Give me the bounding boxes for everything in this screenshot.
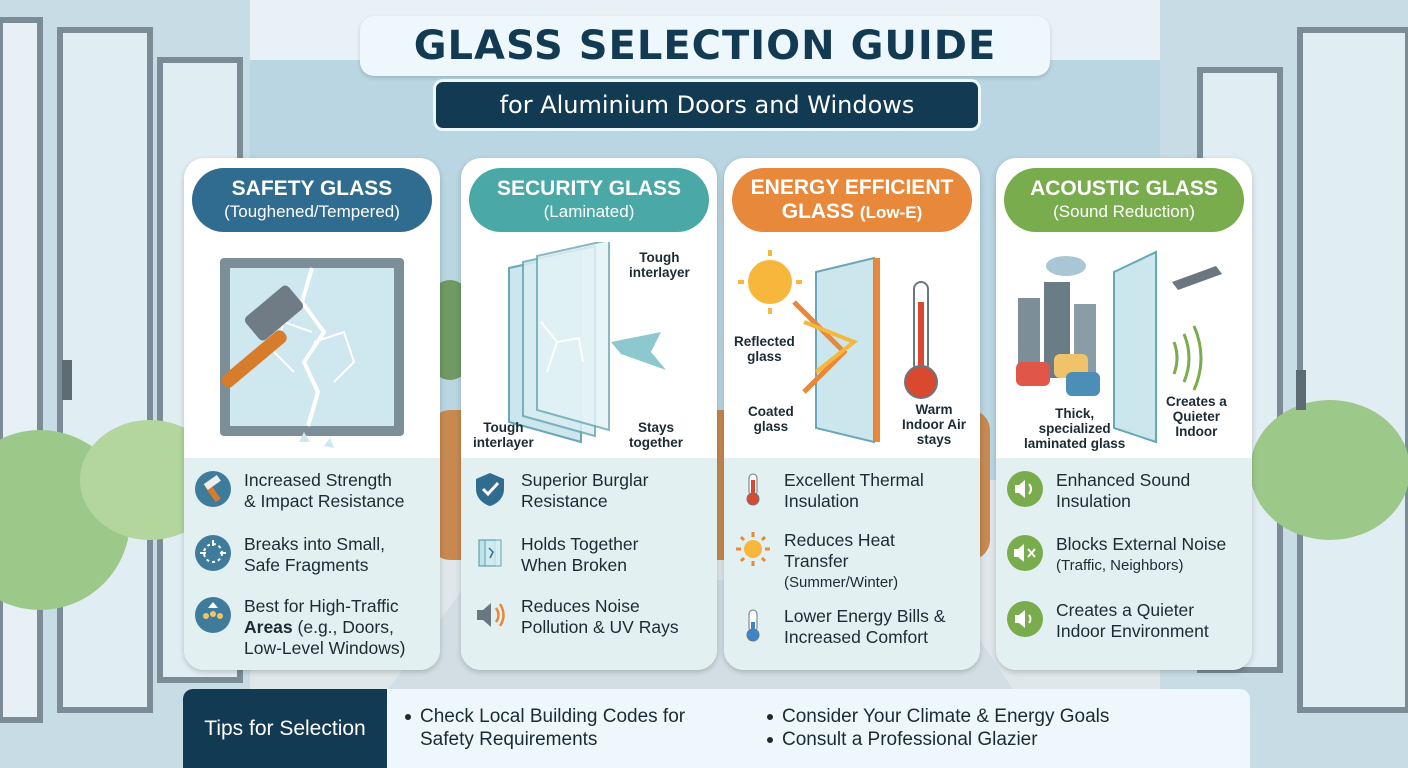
feature-line: Insulation — [1056, 491, 1131, 511]
hammer-icon — [195, 471, 231, 507]
feature-line: Holds Together — [521, 534, 639, 554]
shield-check-icon — [476, 473, 504, 506]
sound-low-icon — [1007, 601, 1043, 637]
feature-line: Transfer — [784, 551, 849, 571]
card-title: ENERGY EFFICIENT — [750, 176, 954, 199]
card-title: SAFETY GLASS — [231, 177, 393, 200]
feature-line: (Traffic, Neighbors) — [1056, 557, 1184, 574]
feature-line: Best for High-Traffic — [244, 596, 399, 616]
broken-window-illustration — [220, 258, 404, 448]
feature-item: Blocks External Noise (Traffic, Neighbors… — [1006, 534, 1252, 576]
sound-on-icon — [1007, 471, 1043, 507]
tips-heading: Tips for Selection — [183, 689, 387, 768]
low-e-glass-illustration — [738, 250, 938, 444]
feature-line: Resistance — [521, 491, 608, 511]
card-header: SAFETY GLASS (Toughened/Tempered) — [192, 168, 432, 232]
feature-line: Reduces Heat — [784, 530, 895, 550]
people-icon — [195, 597, 231, 633]
feature-line: Increased Comfort — [784, 627, 928, 647]
tip-item: Consult a Professional Glazier — [767, 728, 1038, 751]
feature-line: Creates a Quieter — [1056, 600, 1195, 620]
feature-item: Increased Strength& Impact Resistance — [194, 470, 440, 512]
thermometer-cold-icon — [746, 609, 760, 642]
thermometer-hot-icon — [746, 473, 760, 506]
feature-line: Excellent Thermal — [784, 470, 924, 490]
feature-line: Superior Burglar — [521, 470, 649, 490]
feature-line: Safe Fragments — [244, 555, 369, 575]
feature-line: Blocks External Noise — [1056, 534, 1227, 554]
feature-line: Insulation — [784, 491, 859, 511]
feature-line: (Summer/Winter) — [784, 574, 899, 591]
card-safety-glass: SAFETY GLASS (Toughened/Tempered) Increa… — [184, 158, 440, 670]
card-title: GLASS (Low-E) — [781, 200, 923, 223]
card-header: ENERGY EFFICIENT GLASS (Low-E) — [732, 168, 972, 232]
sound-mute-icon — [1007, 535, 1043, 571]
feature-line: When Broken — [521, 555, 628, 575]
subtitle-banner: for Aluminium Doors and Windows — [433, 79, 981, 131]
title-banner: GLASS SELECTION GUIDE — [360, 16, 1050, 76]
card-header: SECURITY GLASS (Laminated) — [469, 168, 709, 232]
tip-item: Check Local Building Codes for Safety Re… — [405, 705, 685, 751]
feature-item: Breaks into Small,Safe Fragments — [194, 534, 440, 576]
page-title: GLASS SELECTION GUIDE — [413, 23, 997, 69]
card-subtitle: (Laminated) — [543, 202, 635, 221]
sun-icon — [736, 532, 770, 566]
feature-line: Breaks into Small, — [244, 534, 386, 554]
laminated-glass-icon — [478, 539, 502, 567]
feature-line: Pollution & UV Rays — [521, 617, 679, 637]
feature-line: & Impact Resistance — [244, 491, 405, 511]
feature-line: Lower Energy Bills & — [784, 606, 946, 626]
feature-line: Indoor Environment — [1056, 621, 1209, 641]
feature-line: Low-Level Windows) — [244, 638, 406, 658]
card-subtitle: (Toughened/Tempered) — [224, 202, 400, 221]
feature-line: Areas — [244, 617, 293, 637]
card-title: SECURITY GLASS — [497, 177, 681, 200]
card-energy-efficient-glass: ENERGY EFFICIENT GLASS (Low-E) Reflected… — [724, 158, 980, 670]
feature-line: (e.g., Doors, — [292, 617, 394, 637]
tip-item: Consider Your Climate & Energy Goals — [767, 705, 1109, 728]
feature-line: Enhanced Sound — [1056, 470, 1191, 490]
feature-list: Increased Strength& Impact Resistance Br… — [184, 458, 440, 670]
card-title: ACOUSTIC GLASS — [1030, 177, 1218, 200]
laminated-glass-illustration — [508, 242, 666, 444]
shatter-icon — [195, 535, 231, 571]
page-subtitle: for Aluminium Doors and Windows — [499, 91, 915, 119]
card-subtitle: (Sound Reduction) — [1053, 202, 1195, 221]
card-header: ACOUSTIC GLASS (Sound Reduction) — [1004, 168, 1244, 232]
speaker-icon — [477, 603, 505, 627]
feature-line: Increased Strength — [244, 470, 392, 490]
tips-bar: Tips for Selection Check Local Building … — [183, 689, 1250, 768]
feature-item: Lower Energy Bills &Increased Comfort — [734, 606, 980, 648]
acoustic-glass-illustration — [1016, 250, 1222, 444]
card-acoustic-glass: ACOUSTIC GLASS (Sound Reduction) Thick,s… — [996, 158, 1252, 670]
feature-line: Reduces Noise — [521, 596, 640, 616]
